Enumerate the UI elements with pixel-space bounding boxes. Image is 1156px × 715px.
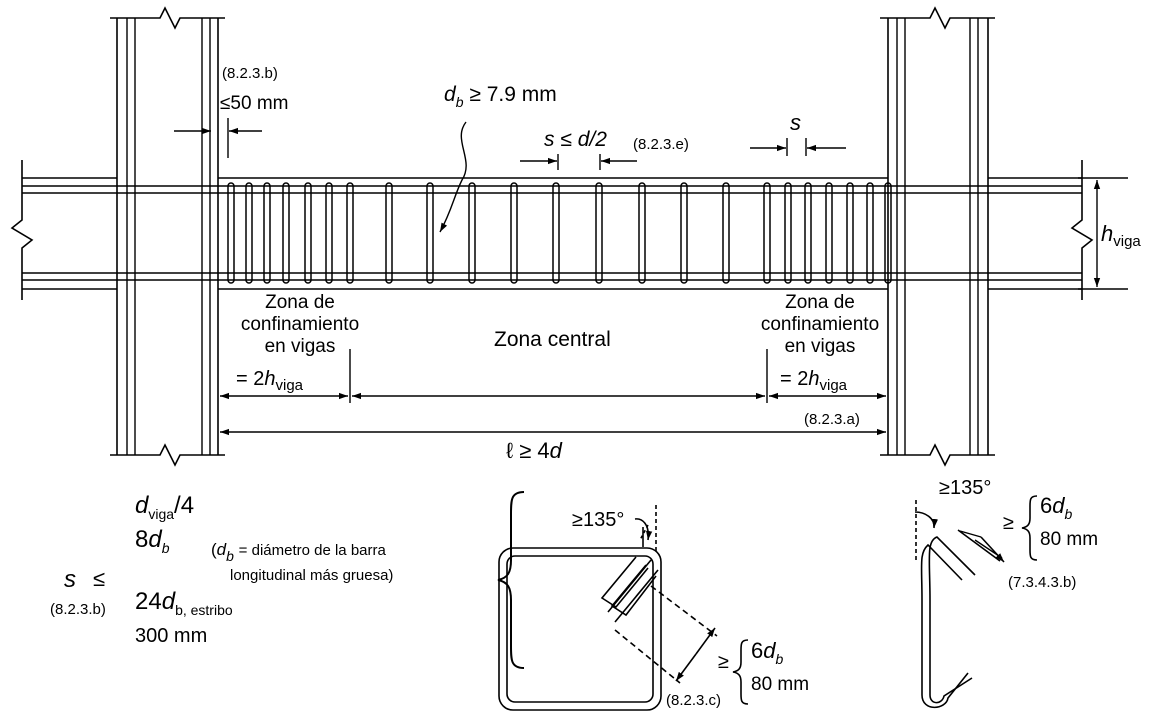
db-def-open: ( [211,540,217,559]
closed-ext-ge: ≥ [718,651,729,673]
span-rule-text: ℓ ≥ 4 [506,438,550,463]
left-zone-label: Zona de confinamiento en vigas [230,292,370,358]
hook-angle-closed: ≥135° [572,509,625,531]
right-eq-sub: viga [819,377,848,394]
db-leader-arrow [439,121,467,233]
closed-stirrup [498,505,718,711]
right-zone-line-1: Zona de [785,292,855,313]
stirrups [227,182,892,284]
s-half-le: ≤ [560,128,572,151]
closed-ext-sub: b [775,651,784,667]
open-ext-ge: ≥ [1003,512,1014,534]
left-eq-sub: viga [275,377,304,394]
h-viga-sub: viga [1113,233,1141,250]
dim-s-half [520,154,637,170]
db-min-value: ≥ 7.9 mm [469,83,557,106]
s-half-rhs: d/2 [577,128,607,151]
spacing-rule-4: 300 mm [135,625,208,647]
max-50mm-label: ≤50 mm [220,93,289,114]
open-ext-6: 6 [1040,493,1053,518]
central-zone-label: Zona central [494,328,611,351]
h-symbol: h [1101,221,1114,246]
ref-8-2-3-b-bottom: (8.2.3.b) [50,601,106,618]
dim-50mm [174,118,262,158]
ref-8-2-3-c: (8.2.3.c) [666,692,722,709]
ref-8-2-3-b-top: (8.2.3.b) [222,65,278,82]
closed-ext-6: 6 [751,638,764,663]
right-eq-2h: = 2hviga [780,368,848,394]
hook-angle-open: ≥135° [939,477,992,499]
db-def-text: = diámetro de la barra [238,542,386,559]
ref-8-2-3-a: (8.2.3.a) [804,411,860,428]
dim-h-viga [1078,177,1128,290]
ref-8-2-3-e: (8.2.3.e) [633,136,689,153]
span-rule-d: d [549,438,562,463]
left-zone-line-3: en vigas [264,336,336,357]
closed-ext-6db: 6db [751,638,784,667]
s-rule-symbol: s [64,566,76,593]
ref-7-3-4-3-b: (7.3.4.3.b) [1008,574,1077,591]
dim-s-top [750,138,846,156]
frame-outline [10,6,1094,467]
closed-ext-80: 80 mm [751,674,810,695]
spacing-rule-1: dviga/4 [135,492,195,522]
rule2-prefix: 8 [135,526,149,553]
db-min-label: db ≥ 7.9 mm [444,83,557,110]
left-zone-line-2: confinamiento [240,314,360,335]
open-ext-80: 80 mm [1040,529,1099,550]
braces [497,491,1038,705]
s-symbol: s [544,128,555,151]
left-eq-2h: = 2hviga [236,368,304,394]
s-top-label: s [790,110,801,135]
rule3-prefix: 24 [135,588,162,615]
left-zone-line-1: Zona de [265,292,335,313]
rule2-sub: b [161,540,170,556]
h-viga-label: hviga [1101,221,1141,250]
s-rule-le: ≤ [93,566,106,591]
rule3-sub: b, estribo [175,602,233,618]
right-zone-line-3: en vigas [784,336,856,357]
left-eq-text: = 2 [236,368,265,390]
db-definition-line-1: (db = diámetro de la barra [211,540,386,564]
rule1-sub: viga [148,506,175,522]
rule1-tail: /4 [174,492,195,519]
span-rule-label: ℓ ≥ 4d [506,440,562,462]
spacing-rule-3: 24db, estribo [135,588,233,618]
db-def-sub: b [226,548,234,564]
right-zone-label: Zona de confinamiento en vigas [760,292,880,358]
spacing-rule-2: 8db [135,526,170,556]
right-eq-text: = 2 [780,368,809,390]
s-half-label: s ≤ d/2 [544,129,607,150]
dim-zones [220,349,886,436]
open-ext-sub: b [1064,506,1073,522]
right-zone-line-2: confinamiento [760,314,880,335]
hook-stirrup [914,500,1005,709]
db-sub: b [455,94,464,110]
db-definition-line-2: longitudinal más gruesa) [230,567,394,584]
open-ext-6db: 6db [1040,493,1073,522]
